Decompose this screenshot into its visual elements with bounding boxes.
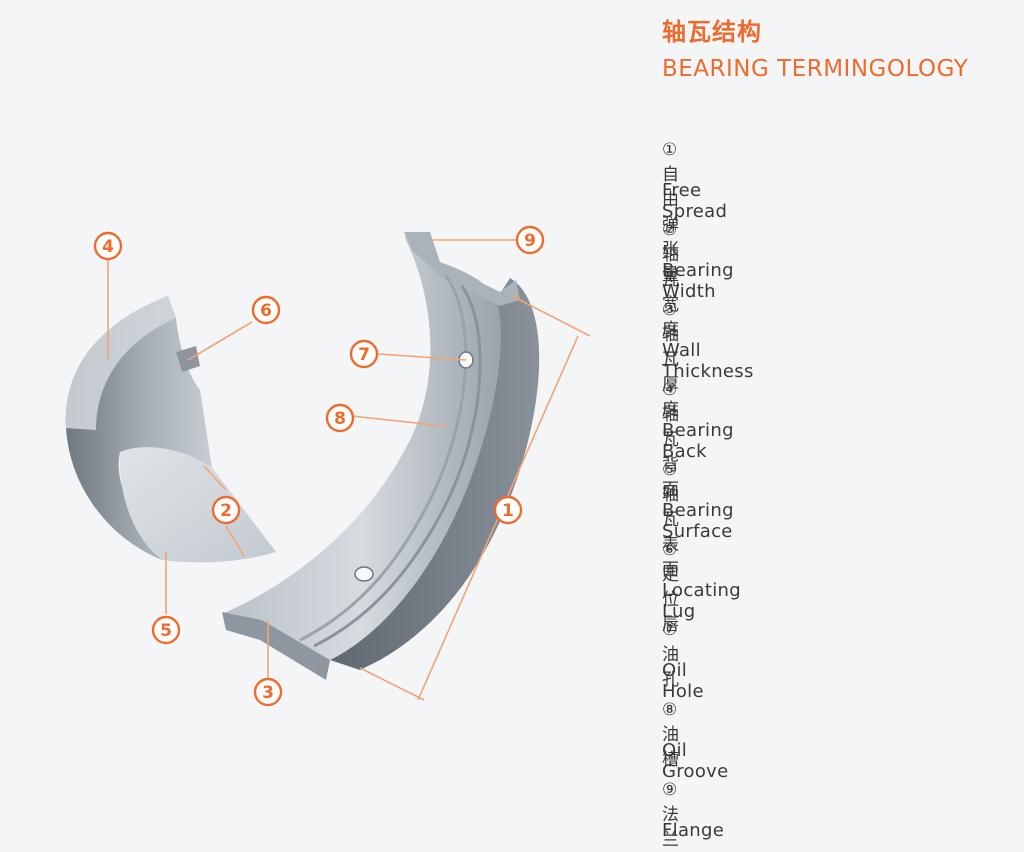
badge-4-number: 4 xyxy=(102,237,114,257)
term-cn: ⑦油孔 xyxy=(662,620,679,690)
terminology-panel: 轴瓦结构 BEARING TERMINGOLOGY ①自由弹张量 Free Sp… xyxy=(640,0,1024,852)
flange-top xyxy=(404,232,520,306)
badge-8: 8 xyxy=(325,403,355,433)
term-cn: ③轴瓦厚度 xyxy=(662,300,679,420)
badge-6: 6 xyxy=(251,295,281,325)
badge-9: 9 xyxy=(515,225,545,255)
badge-1-number: 1 xyxy=(502,501,514,521)
term-en: Locating Lug xyxy=(662,580,741,622)
badge-5-number: 5 xyxy=(160,621,172,641)
term-en: Bearing Surface xyxy=(662,500,734,542)
term-en: Wall Thickness xyxy=(662,340,754,382)
term-cn: ⑥定位唇 xyxy=(662,540,679,635)
badge-7: 7 xyxy=(349,339,379,369)
badge-3-number: 3 xyxy=(262,683,274,703)
badge-8-number: 8 xyxy=(334,409,346,429)
term-cn: ①自由弹张量 xyxy=(662,140,679,285)
term-cn: ⑨法兰 xyxy=(662,780,679,850)
shell-back-rim xyxy=(330,278,540,670)
term-cn: ⑤轴瓦表面 xyxy=(662,460,679,580)
term-en: Oil Groove xyxy=(662,740,729,782)
locating-lug-shape xyxy=(176,346,200,372)
bearing-diagram: 4 6 2 5 3 7 8 9 1 xyxy=(65,225,591,707)
badge-7-number: 7 xyxy=(358,345,370,365)
term-en: Bearing Back xyxy=(662,420,734,462)
badge-4: 4 xyxy=(93,231,123,261)
term-en: Oil Hole xyxy=(662,660,704,702)
small-bearing-shell xyxy=(65,296,276,563)
title-english: BEARING TERMINGOLOGY xyxy=(662,56,969,82)
term-cn: ④轴瓦背面 xyxy=(662,380,679,500)
badge-2: 2 xyxy=(211,495,241,525)
term-en: Bearing Width xyxy=(662,260,734,302)
term-en: Free Spread xyxy=(662,180,728,222)
term-en: Flange xyxy=(662,820,725,841)
leader-lines xyxy=(107,239,591,701)
term-cn: ⑧油槽 xyxy=(662,700,679,770)
badge-5: 5 xyxy=(151,615,181,645)
badge-1: 1 xyxy=(493,495,523,525)
term-cn: ②轴瓦宽度 xyxy=(662,220,679,340)
bearing-inner-surface xyxy=(119,447,276,563)
oil-groove-line-a xyxy=(299,275,468,642)
badge-9-number: 9 xyxy=(524,231,536,251)
large-bearing-shell xyxy=(222,232,540,680)
badge-6-number: 6 xyxy=(260,301,272,321)
badge-3: 3 xyxy=(253,677,283,707)
bearing-top-edge xyxy=(65,296,176,430)
title-chinese: 轴瓦结构 xyxy=(662,18,762,46)
badge-2-number: 2 xyxy=(220,501,232,521)
shell-inner-face xyxy=(222,236,501,660)
flange-bottom xyxy=(222,612,330,680)
oil-groove-line-b xyxy=(313,285,482,648)
oil-hole-lower xyxy=(354,566,374,582)
